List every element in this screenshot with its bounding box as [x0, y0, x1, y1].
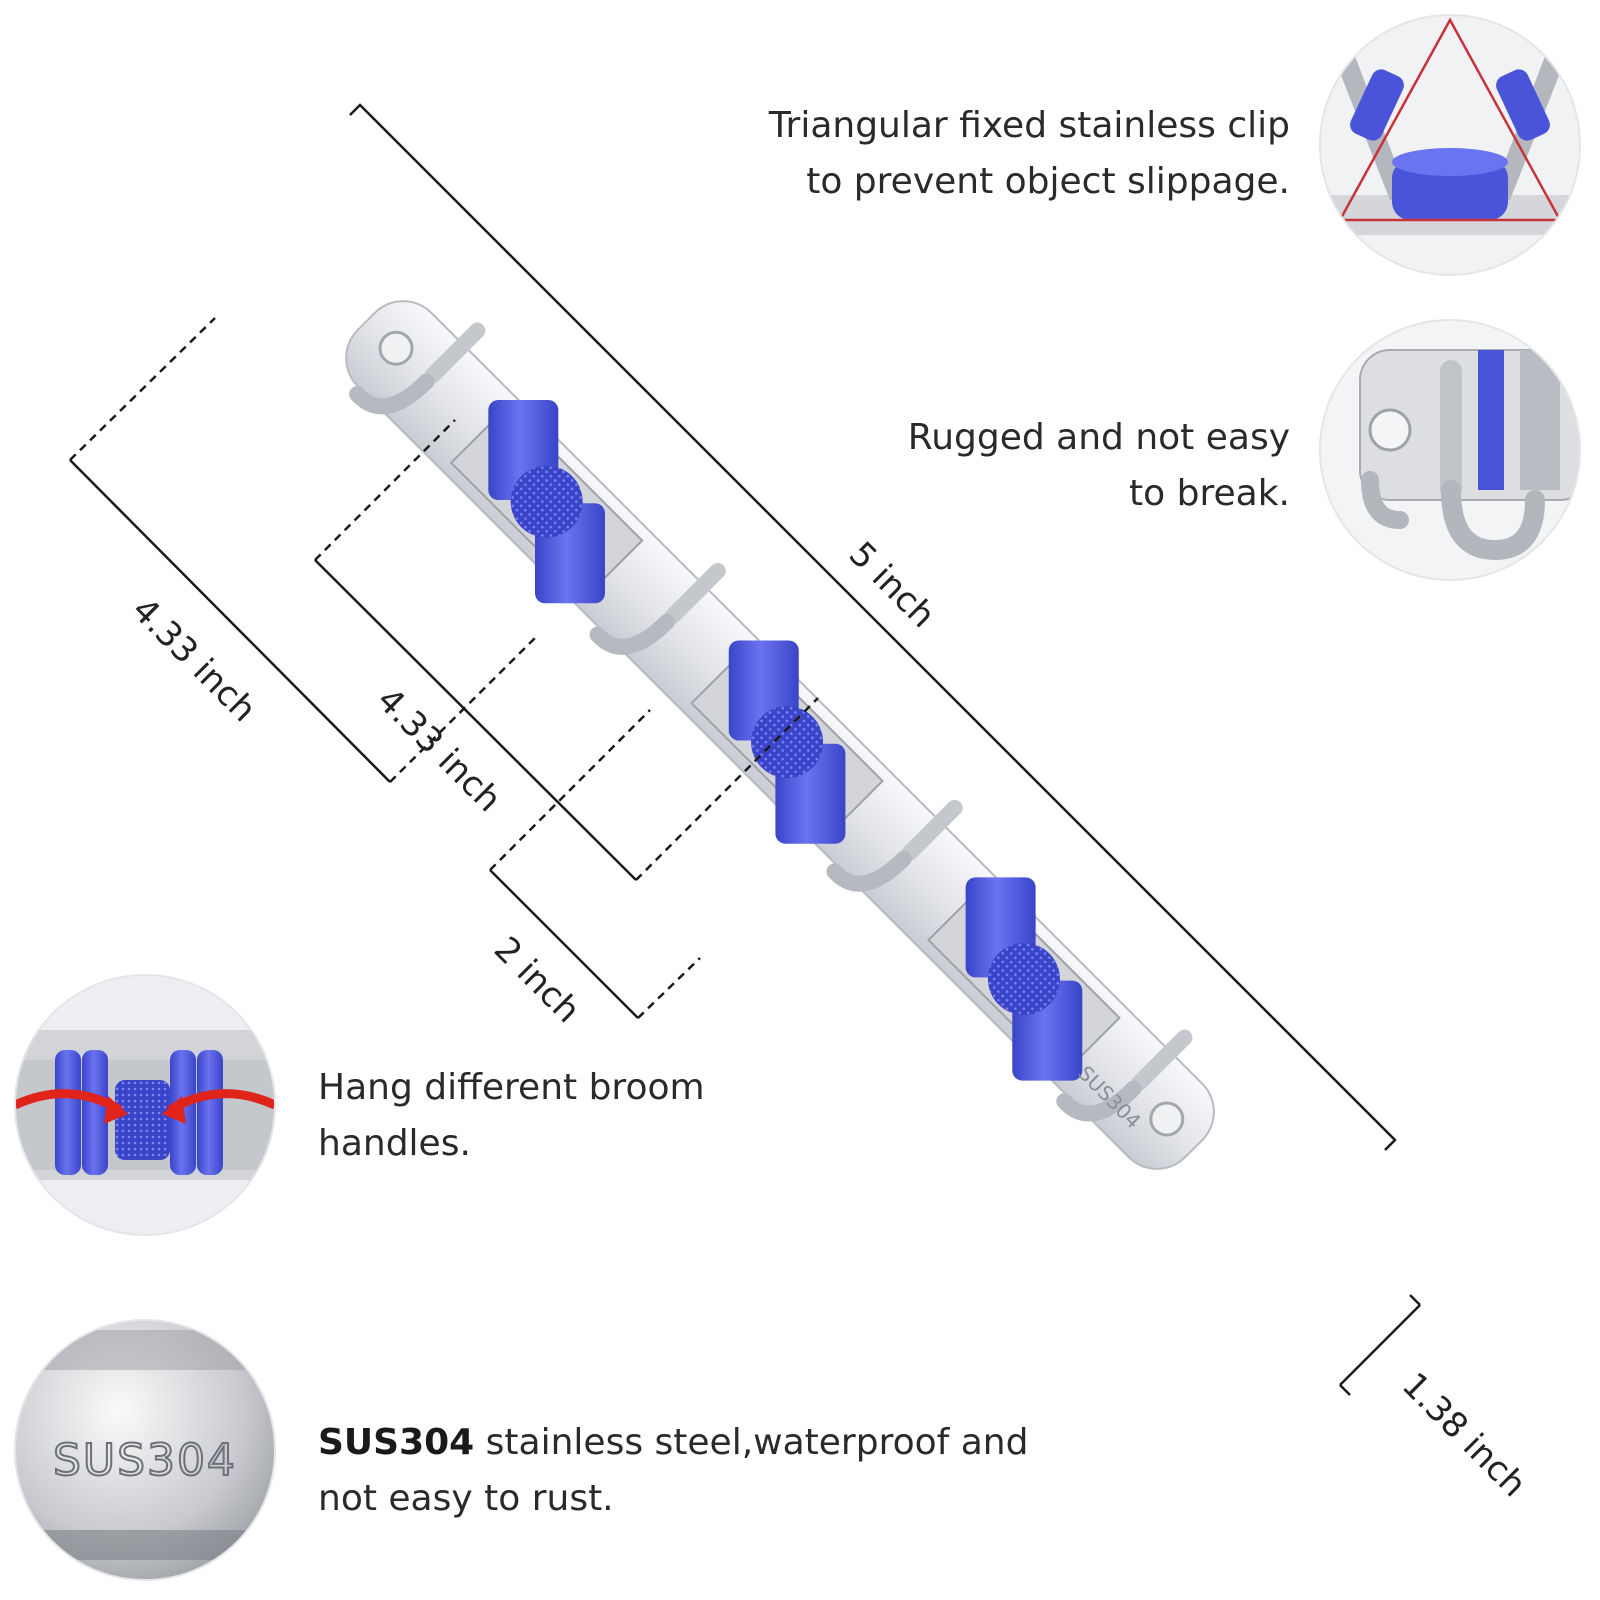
- hook-closeup: [1320, 320, 1580, 580]
- dim-line-spacing-2: [314, 559, 637, 881]
- hook: [826, 799, 963, 892]
- rail-assembly: SUS304: [345, 300, 1215, 1170]
- dim-line-overall: [349, 103, 1397, 1151]
- triangle-clip-closeup: [1320, 15, 1580, 275]
- dim-line-height: [1339, 1304, 1421, 1386]
- stamp-text: SUS304: [53, 1435, 237, 1486]
- dimension-lines: [69, 103, 1421, 1396]
- feature-line: Triangular fixed stainless clip: [768, 105, 1290, 146]
- feature-line: Hang different broom: [318, 1067, 705, 1108]
- roller-grip-closeup: [15, 975, 275, 1235]
- feature-line: not easy to rust.: [318, 1478, 614, 1519]
- hook: [1056, 1029, 1193, 1122]
- roller-clip: [927, 877, 1121, 1081]
- feature-rugged: Rugged and not easy to break.: [908, 410, 1290, 522]
- hook: [589, 562, 726, 655]
- feature-line: handles.: [318, 1123, 471, 1164]
- feature-line: to break.: [1129, 473, 1290, 514]
- mount-hole: [1149, 1101, 1185, 1137]
- feature-line: to prevent object slippage.: [806, 161, 1290, 202]
- roller-clip: [690, 640, 884, 844]
- feature-sus304: SUS304 stainless steel,waterproof and no…: [318, 1415, 1028, 1527]
- material-grade: SUS304: [318, 1422, 475, 1463]
- dim-line-spacing-1: [69, 459, 391, 783]
- feature-line: SUS304 stainless steel,waterproof and: [318, 1415, 1028, 1471]
- mount-hole: [378, 330, 414, 366]
- roller-clip: [449, 400, 644, 604]
- sus304-stamp-closeup: SUS304: [15, 1320, 275, 1580]
- feature-line-rest: stainless steel,waterproof and: [474, 1422, 1029, 1463]
- dim-line-clip: [489, 869, 639, 1019]
- feature-line: Rugged and not easy: [907, 417, 1290, 458]
- hook: [349, 322, 486, 415]
- feature-broom-handles: Hang different broom handles.: [318, 1060, 705, 1172]
- feature-triangle-clip: Triangular fixed stainless clip to preve…: [769, 98, 1290, 210]
